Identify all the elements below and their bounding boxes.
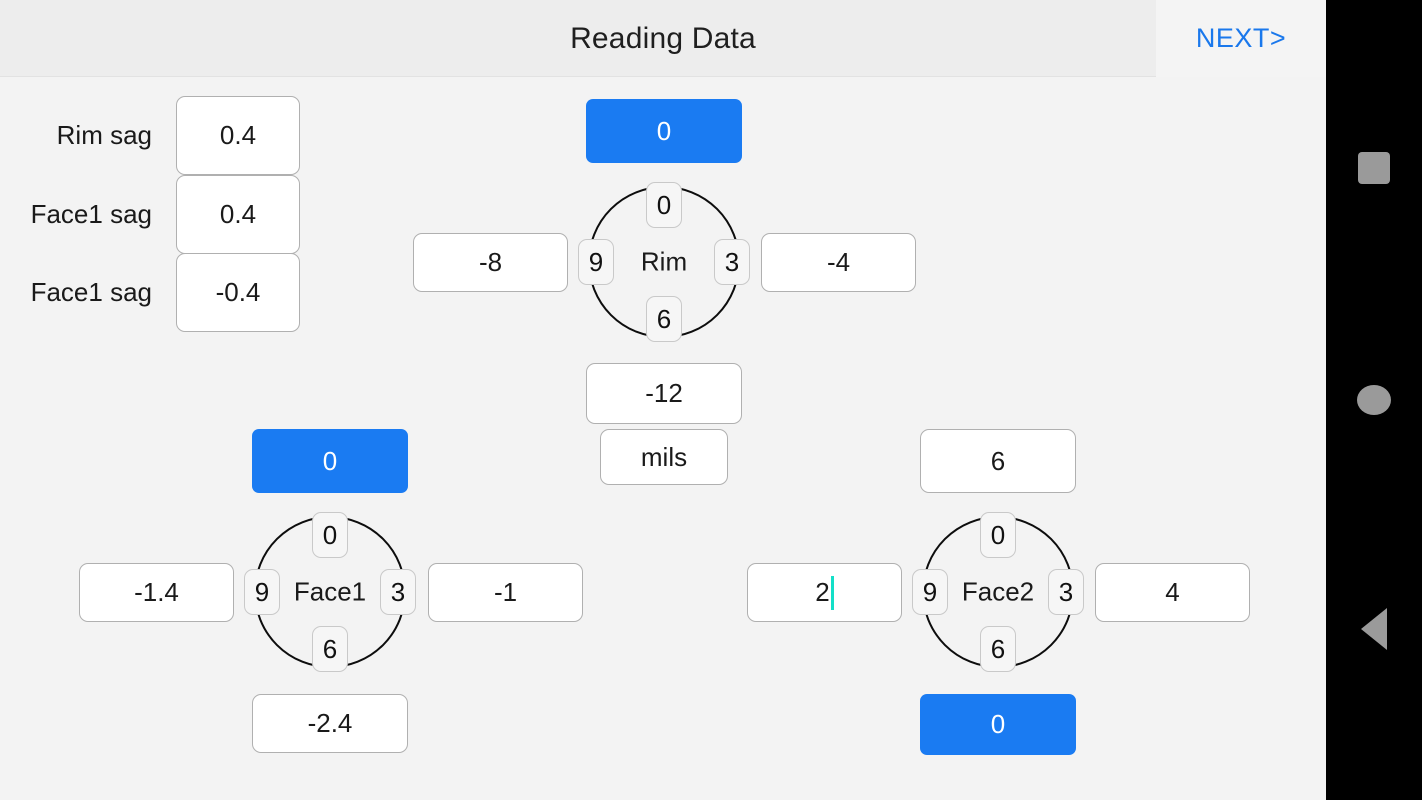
- sag-value-rim[interactable]: 0.4: [176, 96, 300, 175]
- face2-reading-left-value: 2: [815, 577, 830, 607]
- page-title: Reading Data: [570, 22, 756, 55]
- rim-reading-top[interactable]: 0: [586, 99, 742, 163]
- dial-face1-tick-9: 9: [244, 569, 280, 615]
- dial-face1-tick-6: 6: [312, 626, 348, 672]
- face1-reading-bottom[interactable]: -2.4: [252, 694, 408, 753]
- face2-reading-bottom[interactable]: 0: [920, 694, 1076, 755]
- circle-home-icon[interactable]: [1357, 385, 1391, 415]
- face2-reading-top[interactable]: 6: [920, 429, 1076, 493]
- units-box[interactable]: mils: [600, 429, 728, 485]
- sag-value-face1-b[interactable]: -0.4: [176, 253, 300, 332]
- app-header: Reading Data NEXT>: [0, 0, 1326, 77]
- sag-label-face1-b: Face1 sag: [30, 277, 152, 307]
- dial-rim-tick-9: 9: [578, 239, 614, 285]
- dial-face2-tick-0: 0: [980, 512, 1016, 558]
- android-navigation-bar: [1326, 0, 1422, 800]
- face1-reading-top[interactable]: 0: [252, 429, 408, 493]
- next-button[interactable]: NEXT>: [1156, 0, 1326, 77]
- rim-reading-right[interactable]: -4: [761, 233, 916, 292]
- dial-face1-label: Face1: [293, 576, 367, 607]
- square-recents-icon[interactable]: [1358, 152, 1390, 184]
- sag-label-rim: Rim sag: [56, 120, 152, 150]
- dial-face2-label: Face2: [961, 576, 1035, 607]
- app-content: Reading Data NEXT> Rim sag 0.4 Face1 sag…: [0, 0, 1326, 755]
- dial-face2-tick-6: 6: [980, 626, 1016, 672]
- triangle-back-icon[interactable]: [1361, 608, 1387, 650]
- dial-rim[interactable]: 0 3 6 9 Rim: [578, 182, 750, 342]
- rim-reading-bottom[interactable]: -12: [586, 363, 742, 424]
- dial-face2-tick-3: 3: [1048, 569, 1084, 615]
- dial-rim-tick-3: 3: [714, 239, 750, 285]
- dial-rim-label: Rim: [640, 246, 688, 277]
- dial-face1-tick-0: 0: [312, 512, 348, 558]
- dial-rim-tick-0: 0: [646, 182, 682, 228]
- dial-face2-tick-9: 9: [912, 569, 948, 615]
- face2-reading-right[interactable]: 4: [1095, 563, 1250, 622]
- face1-reading-right[interactable]: -1: [428, 563, 583, 622]
- dial-face1-tick-3: 3: [380, 569, 416, 615]
- text-cursor: [830, 575, 834, 610]
- sag-value-face1-a[interactable]: 0.4: [176, 175, 300, 254]
- face2-reading-left[interactable]: 2: [747, 563, 902, 622]
- dial-face1[interactable]: 0 3 6 9 Face1: [244, 512, 416, 672]
- face1-reading-left[interactable]: -1.4: [79, 563, 234, 622]
- rim-reading-left[interactable]: -8: [413, 233, 568, 292]
- sag-label-face1-a: Face1 sag: [30, 199, 152, 229]
- dial-face2[interactable]: 0 3 6 9 Face2: [912, 512, 1084, 672]
- dial-rim-tick-6: 6: [646, 296, 682, 342]
